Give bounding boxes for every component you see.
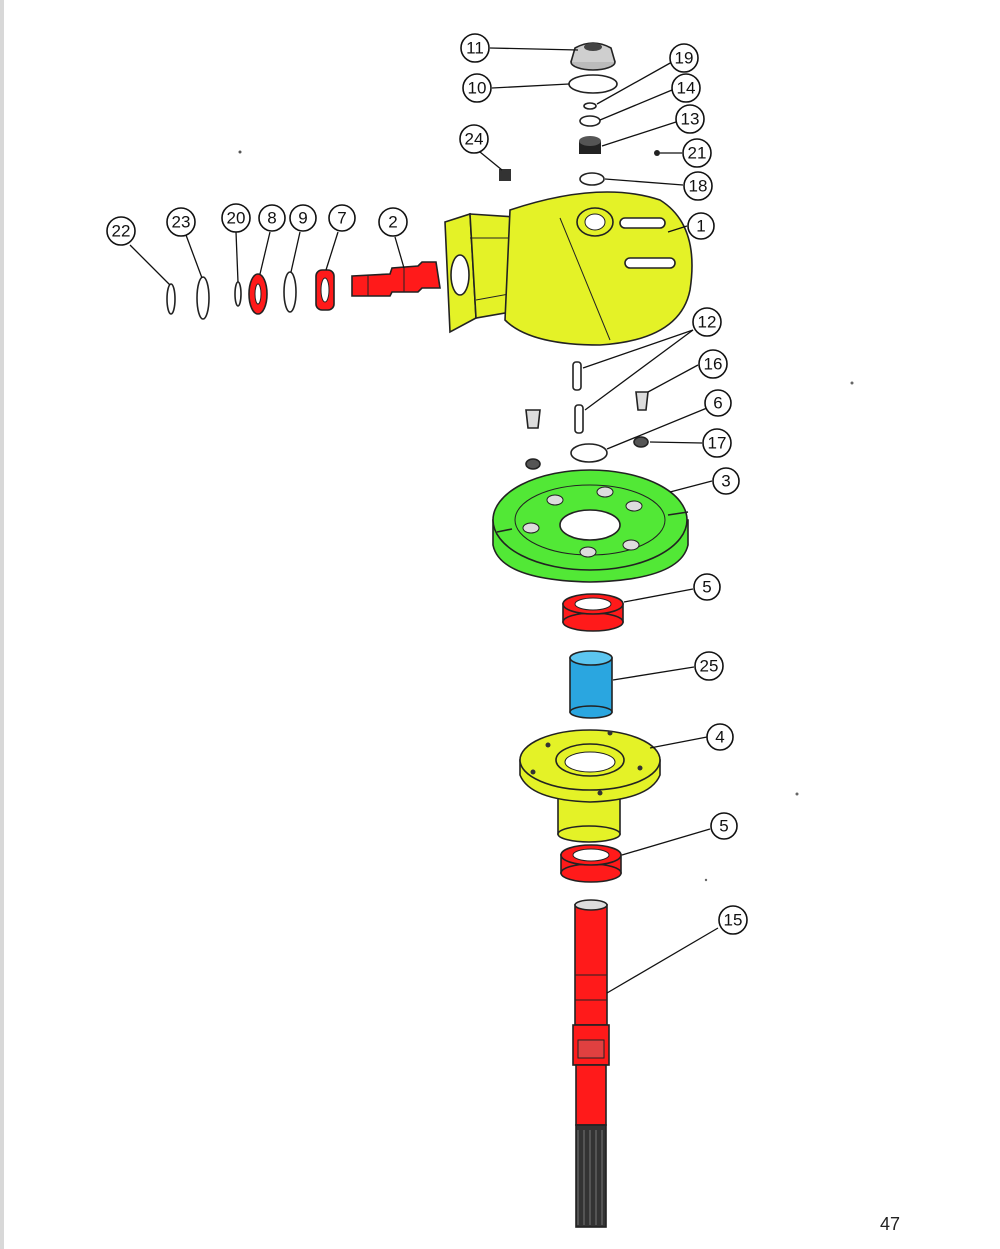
callout-4: 4 xyxy=(706,723,734,751)
page-number: 47 xyxy=(880,1214,901,1234)
callout-5-lower: 5 xyxy=(710,812,738,840)
part-6-oring xyxy=(570,443,608,463)
page-edge xyxy=(0,0,4,1249)
callout-14-label: 14 xyxy=(677,79,696,98)
part-8-seal xyxy=(248,273,268,315)
callout-25: 25 xyxy=(694,651,724,681)
callout-4-label: 4 xyxy=(715,728,724,747)
part-5-bearing-upper xyxy=(562,593,624,632)
part-23-washer xyxy=(196,276,210,320)
callout-10: 10 xyxy=(462,73,492,103)
callout-5-upper-label: 5 xyxy=(702,578,711,597)
callout-9-label: 9 xyxy=(298,209,307,228)
part-14-ring xyxy=(579,115,601,127)
callout-17: 17 xyxy=(702,428,732,458)
callout-1-label: 1 xyxy=(696,217,705,236)
callout-23: 23 xyxy=(166,207,196,237)
callout-11: 11 xyxy=(460,33,490,63)
callout-19: 19 xyxy=(669,43,699,73)
callout-16: 16 xyxy=(698,349,728,379)
part-12-pins xyxy=(572,361,584,434)
callout-25-label: 25 xyxy=(700,657,719,676)
part-24-nut xyxy=(499,169,511,181)
callout-18: 18 xyxy=(683,171,713,201)
part-21 xyxy=(654,150,660,156)
part-19-ring xyxy=(583,102,597,110)
callout-8-label: 8 xyxy=(267,209,276,228)
part-20-ring xyxy=(234,281,242,307)
callout-7: 7 xyxy=(328,204,356,232)
callout-23-label: 23 xyxy=(172,213,191,232)
callout-14: 14 xyxy=(671,73,701,103)
callout-17-label: 17 xyxy=(708,434,727,453)
callout-24-label: 24 xyxy=(465,130,484,149)
part-4-hub xyxy=(519,729,661,843)
part-7-bearing xyxy=(315,269,335,311)
callout-3-label: 3 xyxy=(721,472,730,491)
callout-21-label: 21 xyxy=(688,144,707,163)
callout-8: 8 xyxy=(258,204,286,232)
part-17-nuts xyxy=(525,436,649,470)
callout-7-label: 7 xyxy=(337,209,346,228)
part-13-bearing xyxy=(579,136,601,154)
callout-11-label: 11 xyxy=(466,39,484,58)
callout-12: 12 xyxy=(692,307,722,337)
callout-16-label: 16 xyxy=(704,355,723,374)
callout-5-lower-label: 5 xyxy=(719,817,728,836)
callout-22: 22 xyxy=(106,216,136,246)
callout-18-label: 18 xyxy=(689,177,708,196)
part-1-housing xyxy=(444,191,693,346)
part-16-plugs xyxy=(525,391,649,429)
callout-22-label: 22 xyxy=(112,222,131,241)
part-22-circlip xyxy=(166,283,176,315)
part-5-bearing-lower xyxy=(560,844,622,883)
part-11-cap xyxy=(570,42,616,71)
callout-10-label: 10 xyxy=(468,79,487,98)
callout-6-label: 6 xyxy=(713,394,722,413)
callout-13: 13 xyxy=(675,104,705,134)
callout-1: 1 xyxy=(687,212,715,240)
callout-15: 15 xyxy=(718,905,748,935)
part-9-ring xyxy=(283,271,297,313)
callout-5-upper: 5 xyxy=(693,573,721,601)
part-3-plate xyxy=(492,469,689,583)
part-18-oring xyxy=(579,172,605,186)
part-2-pinion-shaft xyxy=(351,261,441,297)
callout-24: 24 xyxy=(459,124,489,154)
callout-9: 9 xyxy=(289,204,317,232)
leader-lines xyxy=(129,47,719,994)
part-10-washer xyxy=(568,74,618,94)
callout-20: 20 xyxy=(221,203,251,233)
callout-20-label: 20 xyxy=(227,209,246,228)
callout-3: 3 xyxy=(712,467,740,495)
callout-21: 21 xyxy=(682,138,712,168)
callout-15-label: 15 xyxy=(724,911,743,930)
part-15-shaft xyxy=(572,899,610,1228)
callout-2: 2 xyxy=(378,207,408,237)
callout-19-label: 19 xyxy=(675,49,694,68)
callout-6: 6 xyxy=(704,389,732,417)
callout-13-label: 13 xyxy=(681,110,700,129)
callout-2-label: 2 xyxy=(388,213,397,232)
part-25-sleeve xyxy=(569,650,613,719)
callout-12-label: 12 xyxy=(698,313,717,332)
